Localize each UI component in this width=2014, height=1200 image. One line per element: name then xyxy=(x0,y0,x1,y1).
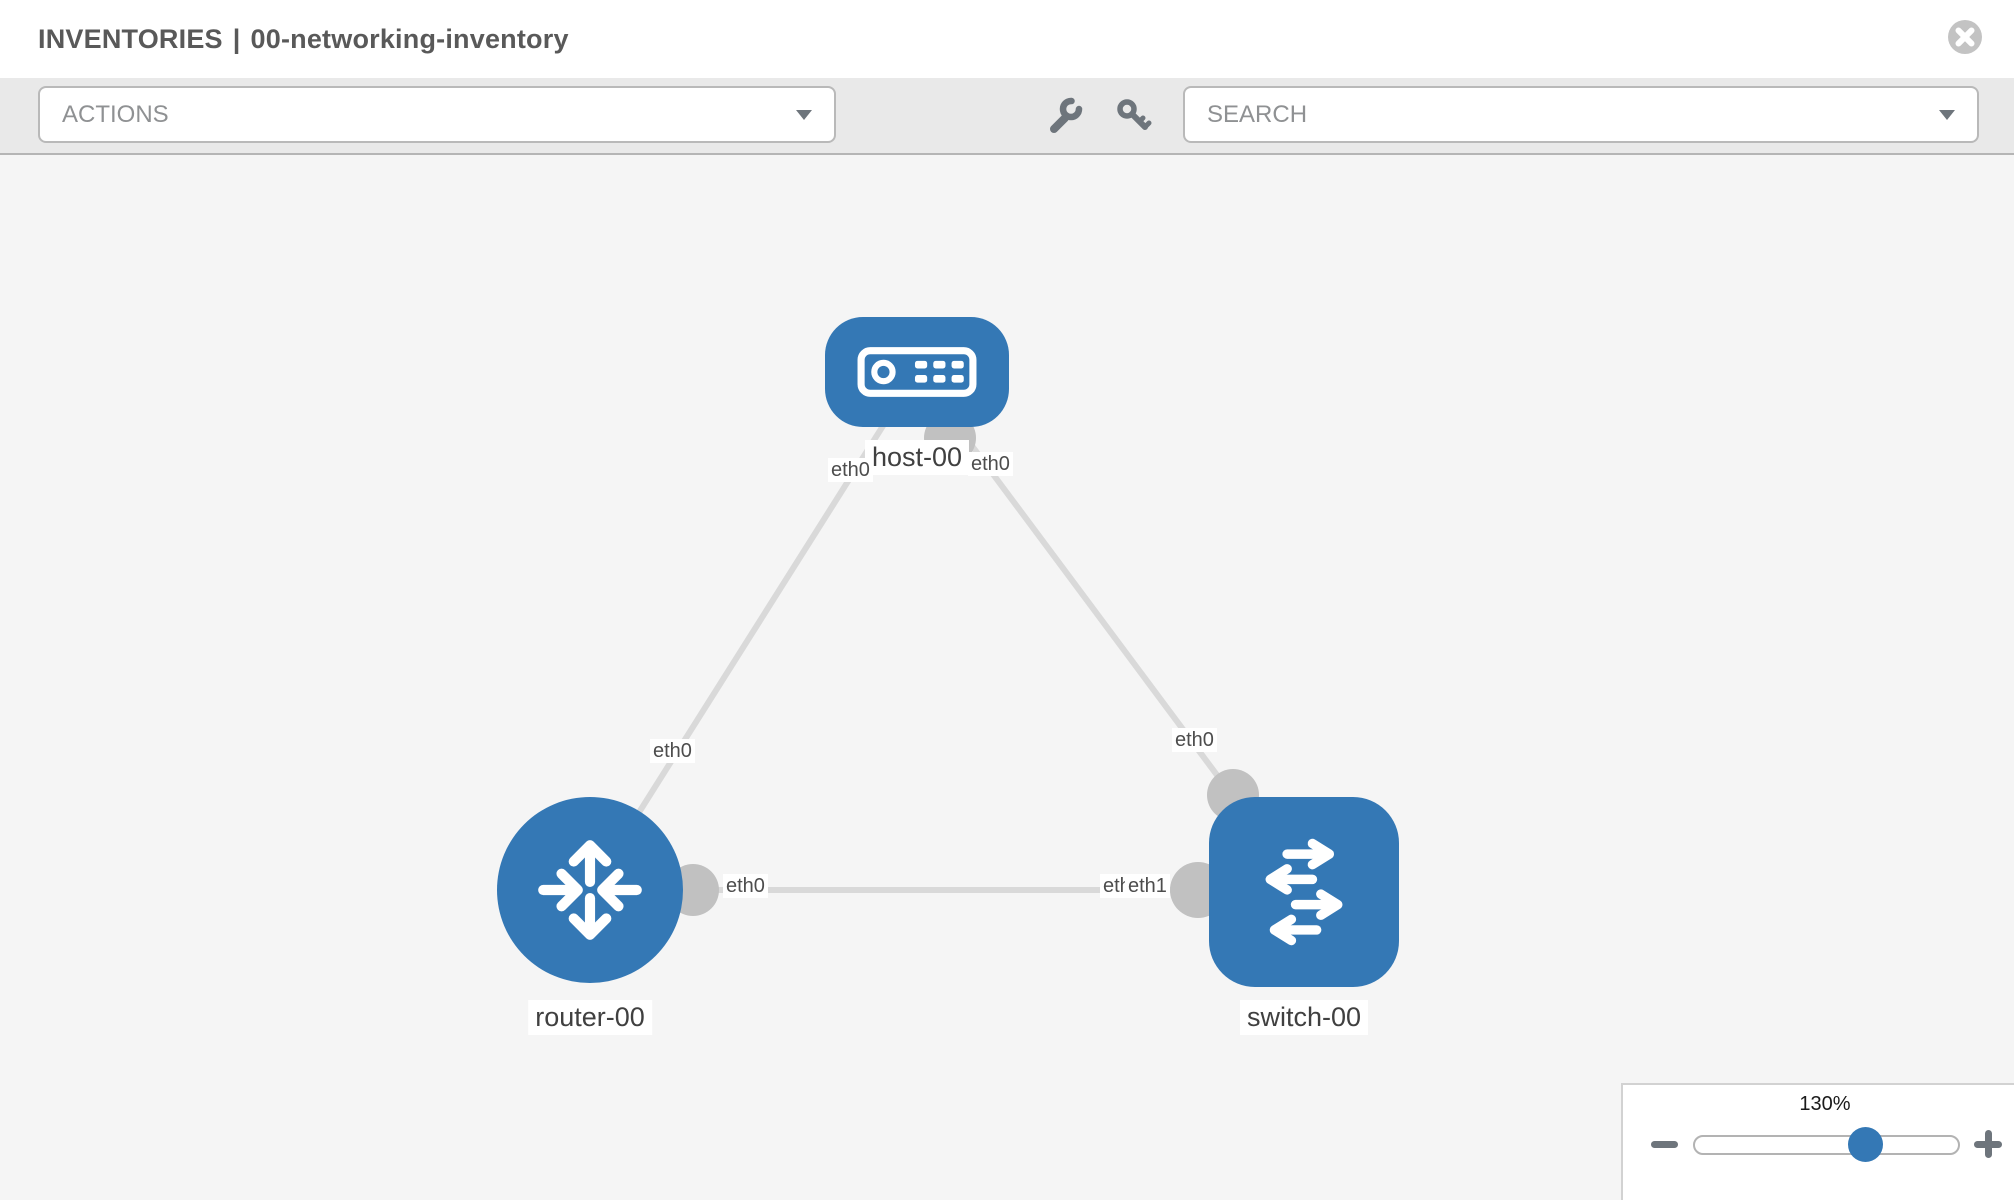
host-icon xyxy=(857,347,977,397)
switch-icon xyxy=(1265,838,1343,946)
actions-dropdown[interactable]: ACTIONS xyxy=(38,86,836,143)
plus-icon xyxy=(1984,1130,1992,1158)
breadcrumb-section: INVENTORIES xyxy=(38,23,223,54)
node-label-router: router-00 xyxy=(528,1000,652,1035)
page-title: INVENTORIES | 00-networking-inventory xyxy=(38,0,569,78)
node-host-00[interactable] xyxy=(825,317,1009,427)
breadcrumb-separator: | xyxy=(232,23,241,54)
port-label-host-to-switch: eth0 xyxy=(968,452,1013,476)
node-switch-00[interactable] xyxy=(1209,797,1399,987)
zoom-control-panel: 130% xyxy=(1621,1083,2014,1200)
actions-dropdown-label: ACTIONS xyxy=(62,100,169,128)
port-label-router-to-switch: eth0 xyxy=(723,874,768,898)
toolbar: ACTIONS SEARCH xyxy=(0,78,2014,155)
node-label-host: host-00 xyxy=(864,440,970,475)
port-label-host-to-router: eth0 xyxy=(828,458,873,482)
close-icon xyxy=(1948,20,1982,54)
search-dropdown-label: SEARCH xyxy=(1207,100,1308,128)
zoom-slider-thumb[interactable] xyxy=(1848,1127,1883,1162)
port-label-switch-to-router: eth1 xyxy=(1125,874,1170,898)
node-router-00[interactable] xyxy=(497,797,683,983)
router-icon xyxy=(538,840,642,940)
key-icon xyxy=(1117,99,1152,130)
inventory-name: 00-networking-inventory xyxy=(250,23,569,54)
node-label-switch: switch-00 xyxy=(1239,1000,1369,1035)
credentials-button[interactable] xyxy=(1114,96,1154,136)
chevron-down-icon xyxy=(1939,109,1955,120)
header: INVENTORIES | 00-networking-inventory xyxy=(0,0,2014,78)
configure-button[interactable] xyxy=(1046,96,1086,136)
search-dropdown[interactable]: SEARCH xyxy=(1183,86,1979,143)
chevron-down-icon xyxy=(796,109,812,120)
port-label-switch-to-host: eth0 xyxy=(1172,728,1217,752)
zoom-level-value: 130% xyxy=(1799,1093,1851,1115)
zoom-in-button[interactable] xyxy=(1974,1130,2002,1158)
zoom-out-button[interactable] xyxy=(1651,1141,1678,1148)
close-button[interactable] xyxy=(1946,18,1984,56)
wrench-icon xyxy=(1050,97,1083,133)
topology-canvas[interactable]: host-00 router-00 switch-00 eth0 eth0 et… xyxy=(0,155,2014,1200)
zoom-slider-track[interactable] xyxy=(1693,1135,1960,1155)
port-label-router-to-host: eth0 xyxy=(650,739,695,763)
